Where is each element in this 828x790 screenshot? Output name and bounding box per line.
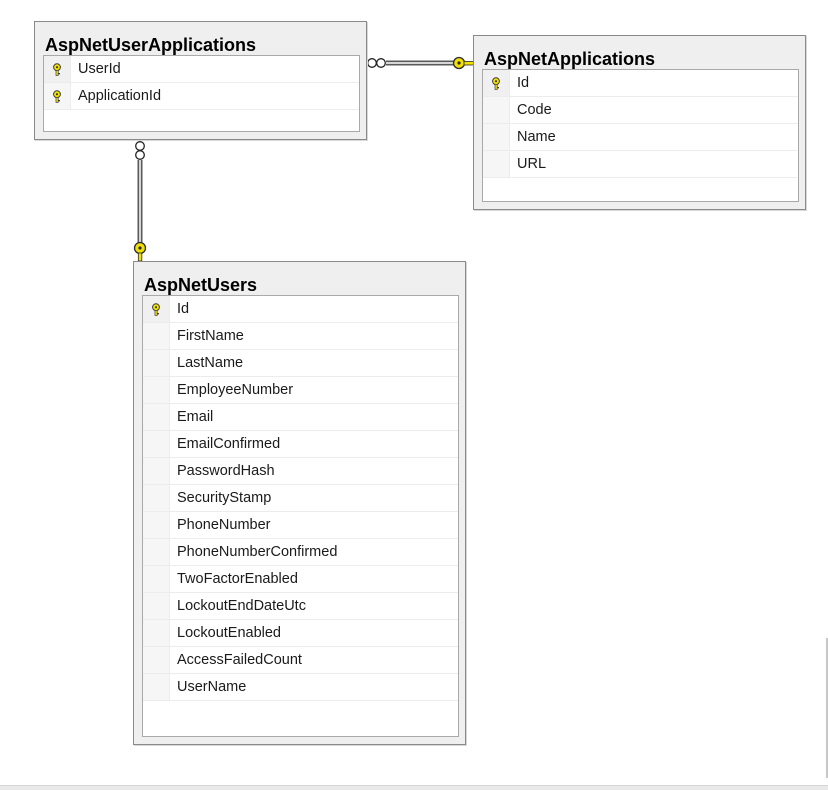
- column-row[interactable]: Email: [143, 404, 458, 431]
- row-selector[interactable]: [143, 620, 170, 646]
- vertical-scrollbar[interactable]: [826, 638, 828, 778]
- column-row[interactable]: Name: [483, 124, 798, 151]
- column-row[interactable]: UserName: [143, 674, 458, 701]
- column-name: Id: [177, 301, 190, 317]
- column-row[interactable]: SecurityStamp: [143, 485, 458, 512]
- primary-key-icon: [51, 63, 63, 76]
- column-row[interactable]: EmailConfirmed: [143, 431, 458, 458]
- column-name: AccessFailedCount: [177, 652, 302, 668]
- horizontal-scrollbar[interactable]: [0, 785, 828, 790]
- one-end-key-icon: [452, 56, 475, 70]
- row-selector[interactable]: [143, 647, 170, 673]
- row-selector[interactable]: [44, 56, 71, 82]
- row-selector[interactable]: [143, 566, 170, 592]
- column-name: FirstName: [177, 328, 244, 344]
- column-name: ApplicationId: [78, 88, 162, 104]
- row-selector[interactable]: [143, 323, 170, 349]
- row-selector[interactable]: [483, 97, 510, 123]
- row-selector[interactable]: [143, 404, 170, 430]
- row-selector[interactable]: [143, 674, 170, 700]
- relationship-users[interactable]: [133, 141, 147, 262]
- row-selector[interactable]: [143, 539, 170, 565]
- column-name: EmployeeNumber: [177, 382, 294, 398]
- column-name: PhoneNumberConfirmed: [177, 544, 338, 560]
- column-name: Id: [517, 75, 530, 91]
- row-selector[interactable]: [143, 377, 170, 403]
- many-end-icon: [135, 141, 145, 160]
- column-row[interactable]: AccessFailedCount: [143, 647, 458, 674]
- column-row[interactable]: ApplicationId: [44, 83, 359, 110]
- column-name: TwoFactorEnabled: [177, 571, 298, 587]
- column-name: UserName: [177, 679, 247, 695]
- column-name: PasswordHash: [177, 463, 275, 479]
- column-row[interactable]: Id: [483, 70, 798, 97]
- column-name: UserId: [78, 61, 121, 77]
- row-selector[interactable]: [483, 70, 510, 96]
- column-row[interactable]: LastName: [143, 350, 458, 377]
- primary-key-icon: [51, 90, 63, 103]
- column-row[interactable]: URL: [483, 151, 798, 178]
- column-row[interactable]: Id: [143, 296, 458, 323]
- row-selector[interactable]: [143, 296, 170, 322]
- column-name: Email: [177, 409, 214, 425]
- column-name: SecurityStamp: [177, 490, 272, 506]
- column-row[interactable]: TwoFactorEnabled: [143, 566, 458, 593]
- row-selector[interactable]: [143, 458, 170, 484]
- column-row[interactable]: PhoneNumber: [143, 512, 458, 539]
- row-selector[interactable]: [143, 431, 170, 457]
- relationship-applications[interactable]: [367, 56, 475, 70]
- column-row[interactable]: LockoutEndDateUtc: [143, 593, 458, 620]
- table-title: AspNetUsers: [144, 275, 258, 295]
- row-selector[interactable]: [44, 83, 71, 109]
- row-selector[interactable]: [143, 350, 170, 376]
- many-end-icon: [367, 58, 386, 68]
- row-selector[interactable]: [143, 485, 170, 511]
- table-title: AspNetUserApplications: [45, 35, 257, 55]
- row-selector[interactable]: [483, 124, 510, 150]
- row-selector[interactable]: [143, 512, 170, 538]
- column-row[interactable]: Code: [483, 97, 798, 124]
- row-selector[interactable]: [483, 151, 510, 177]
- row-selector[interactable]: [143, 593, 170, 619]
- column-row[interactable]: UserId: [44, 56, 359, 83]
- column-name: LockoutEndDateUtc: [177, 598, 306, 614]
- column-name: URL: [517, 156, 547, 172]
- primary-key-icon: [490, 77, 502, 90]
- column-row[interactable]: PhoneNumberConfirmed: [143, 539, 458, 566]
- column-row[interactable]: EmployeeNumber: [143, 377, 458, 404]
- primary-key-icon: [150, 303, 162, 316]
- column-row[interactable]: PasswordHash: [143, 458, 458, 485]
- column-name: Code: [517, 102, 552, 118]
- column-row[interactable]: LockoutEnabled: [143, 620, 458, 647]
- column-name: Name: [517, 129, 556, 145]
- one-end-key-icon: [133, 241, 147, 262]
- column-name: PhoneNumber: [177, 517, 271, 533]
- column-row[interactable]: FirstName: [143, 323, 458, 350]
- column-name: LockoutEnabled: [177, 625, 281, 641]
- column-name: EmailConfirmed: [177, 436, 281, 452]
- column-name: LastName: [177, 355, 244, 371]
- table-title: AspNetApplications: [484, 49, 656, 69]
